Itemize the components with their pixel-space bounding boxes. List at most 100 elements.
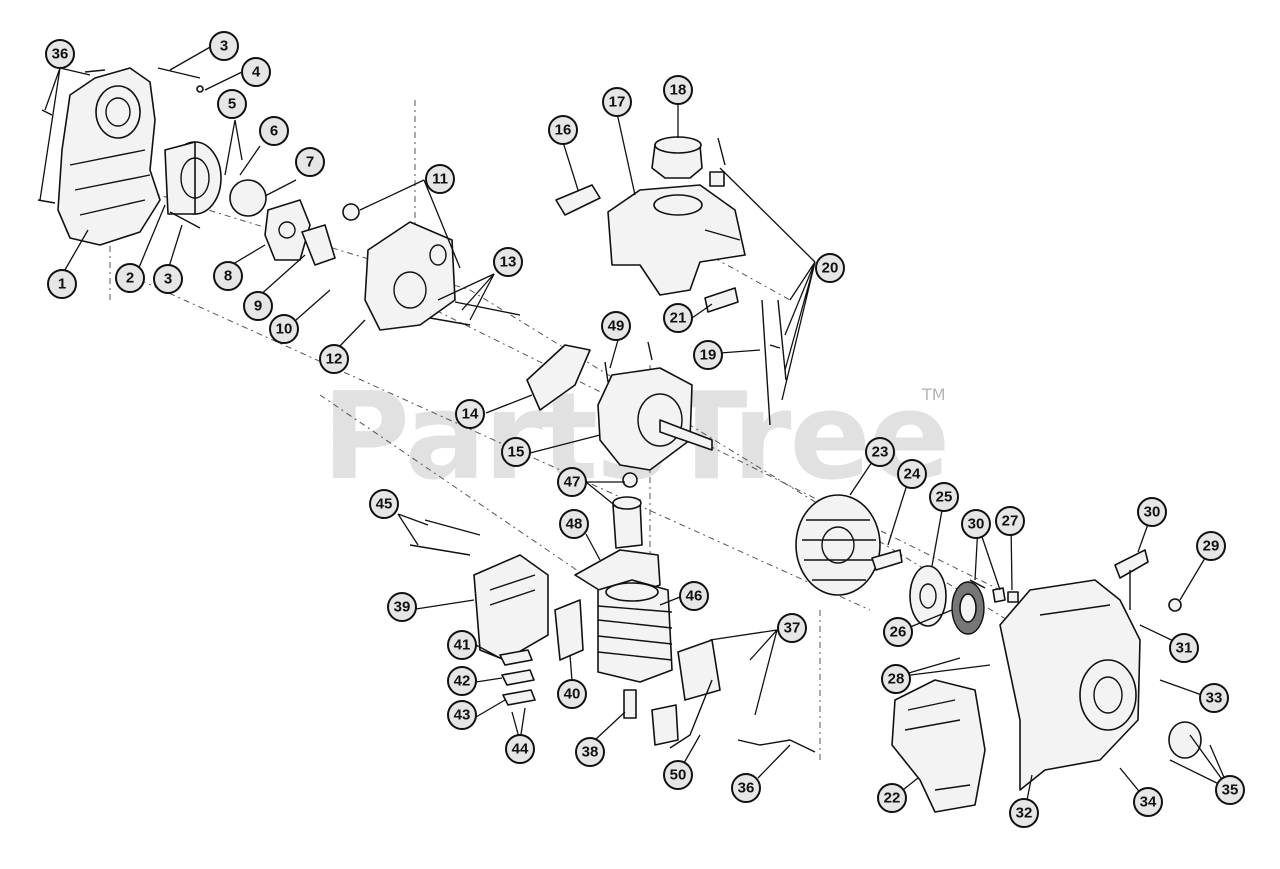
callout-4: 4 (241, 57, 271, 87)
callout-50: 50 (663, 760, 693, 790)
callout-label: 17 (609, 94, 626, 111)
callout-17: 17 (602, 87, 632, 117)
callout-36: 36 (45, 39, 75, 69)
callout-36b: 36 (731, 773, 761, 803)
callout-12: 12 (319, 344, 349, 374)
callout-label: 26 (890, 624, 907, 641)
callout-25: 25 (929, 482, 959, 512)
callout-label: 47 (564, 474, 581, 491)
part-19-rod (761, 299, 771, 426)
part-15-crankcase (597, 367, 713, 471)
part-47-piston (612, 472, 643, 549)
part-11-fitting (342, 203, 360, 221)
part-27-30-small-parts (969, 579, 1019, 603)
callout-42: 42 (447, 666, 477, 696)
part-36-screws (37, 69, 106, 204)
part-13-rods (429, 301, 521, 326)
callout-label: 44 (512, 741, 529, 758)
callout-33: 33 (1199, 683, 1229, 713)
callout-11: 11 (425, 164, 455, 194)
callout-label: 49 (608, 318, 625, 335)
callout-2: 2 (115, 263, 145, 293)
callout-43: 43 (447, 700, 477, 730)
callout-label: 43 (454, 707, 471, 724)
part-41-43-plates (499, 649, 536, 706)
part-3-4-screws (157, 67, 204, 229)
callout-label: 3 (164, 271, 172, 288)
watermark-tm: TM (921, 385, 946, 404)
part-17-fuel-tank (607, 184, 746, 296)
callout-37: 37 (777, 613, 807, 643)
part-49-screws (604, 341, 653, 383)
part-29-knob (1168, 598, 1182, 612)
callout-label: 35 (1222, 782, 1239, 799)
callout-label: 4 (252, 64, 261, 81)
callout-45: 45 (369, 489, 399, 519)
callout-7: 7 (295, 147, 325, 177)
callout-label: 32 (1016, 805, 1033, 822)
callout-47: 47 (557, 467, 587, 497)
callout-label: 8 (224, 268, 232, 285)
callout-label: 36 (52, 46, 69, 63)
part-35-bracket (1168, 721, 1202, 759)
callout-label: 48 (566, 516, 583, 533)
part-36-ground-wire (737, 739, 816, 753)
callout-label: 39 (394, 599, 411, 616)
callout-1: 1 (47, 269, 77, 299)
callout-label: 1 (58, 276, 66, 293)
callout-label: 13 (500, 254, 517, 271)
callout-31: 31 (1169, 633, 1199, 663)
callout-label: 18 (670, 82, 687, 99)
callout-label: 25 (936, 489, 953, 506)
callout-30: 30 (961, 509, 991, 539)
callout-label: 22 (884, 790, 901, 807)
callout-label: 45 (376, 496, 393, 513)
callout-38: 38 (575, 737, 605, 767)
callout-13: 13 (493, 247, 523, 277)
callout-23: 23 (865, 437, 895, 467)
callout-label: 5 (228, 96, 236, 113)
callout-label: 38 (582, 744, 599, 761)
part-26-recoil-spring (951, 581, 985, 635)
callout-30b: 30 (1137, 497, 1167, 527)
callout-label: 30 (1144, 504, 1161, 521)
callout-15: 15 (501, 437, 531, 467)
part-14-gasket (526, 344, 591, 411)
callout-label: 19 (700, 347, 717, 364)
callout-label: 7 (306, 154, 314, 171)
callout-29: 29 (1196, 531, 1226, 561)
callout-49: 49 (601, 311, 631, 341)
callout-20: 20 (815, 253, 845, 283)
callout-label: 20 (822, 260, 839, 277)
callout-35: 35 (1215, 775, 1245, 805)
callout-3b: 3 (153, 264, 183, 294)
callout-label: 11 (432, 171, 448, 188)
callout-label: 15 (508, 444, 525, 461)
callout-10: 10 (269, 314, 299, 344)
callout-label: 42 (454, 673, 471, 690)
callout-label: 6 (270, 123, 278, 140)
part-24-shaft (871, 549, 903, 571)
callout-label: 31 (1176, 640, 1193, 657)
callout-label: 21 (670, 310, 687, 327)
callout-26: 26 (883, 617, 913, 647)
part-18-fuel-cap (651, 136, 703, 179)
callout-label: 16 (555, 122, 572, 139)
callouts: 36 3 4 5 6 7 1 2 3 8 9 10 11 12 13 16 17… (45, 31, 1245, 828)
part-20-fasteners (709, 137, 787, 381)
callout-22: 22 (877, 783, 907, 813)
part-23-flywheel (795, 494, 881, 596)
part-30-31-starter-handle (1114, 549, 1149, 610)
part-12-intake-block (364, 221, 456, 331)
callout-label: 12 (326, 351, 343, 368)
callout-label: 34 (1140, 794, 1157, 811)
callout-label: 23 (872, 444, 889, 461)
part-25-pulley (909, 565, 947, 627)
callout-44: 44 (505, 734, 535, 764)
part-32-starter-housing (999, 579, 1141, 791)
part-9-gasket (301, 224, 336, 266)
callout-46: 46 (679, 581, 709, 611)
part-16-bracket (555, 184, 601, 216)
callout-24: 24 (897, 459, 927, 489)
